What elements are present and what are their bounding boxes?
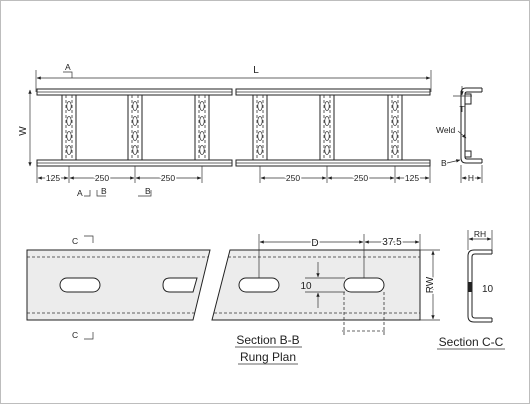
width-label: W	[18, 126, 29, 136]
slot-right-2	[343, 277, 385, 293]
section-bb-caption: Section B-B	[236, 333, 299, 347]
pitch-right-1: 250	[286, 173, 300, 183]
rung-left-3	[194, 94, 210, 161]
flange-b-label: B	[441, 158, 447, 168]
rung-height-label: RH	[474, 229, 486, 239]
pitch-right-3: 125	[405, 173, 419, 183]
pitch-left-3: 250	[161, 173, 175, 183]
rung-cross-section: RH 10 Section C-C	[437, 228, 505, 350]
slot-right-1	[238, 277, 280, 293]
section-c-top-label: C	[72, 236, 78, 246]
rail-cross-section: T Weld B H	[436, 86, 483, 185]
slot-width-label: 10	[300, 281, 312, 292]
section-cc-caption: Section C-C	[439, 335, 504, 349]
section-b-label-2: B	[145, 186, 151, 196]
rung-right-3	[387, 94, 403, 161]
rung-width-label: RW	[425, 276, 436, 293]
length-label: L	[253, 65, 259, 76]
edge-375-label: 37.5	[382, 237, 402, 248]
rung-plan-view: C C D 37.5 10	[26, 234, 440, 365]
pitch-right-2: 250	[354, 173, 368, 183]
slot-left-2	[162, 277, 198, 293]
section-a-top-label: A	[65, 62, 71, 72]
rung-plan-caption: Rung Plan	[240, 350, 296, 364]
pitch-left-2: 250	[95, 173, 109, 183]
rung-right-1	[252, 94, 268, 161]
section-b-label-1: B	[101, 186, 107, 196]
pitch-d-label: D	[311, 238, 318, 249]
pitch-left-1: 125	[46, 173, 60, 183]
weld-label: Weld	[436, 125, 455, 135]
ladder-plan-view: L A W	[18, 62, 432, 198]
rung-left-2	[127, 94, 143, 161]
slot-left-1	[59, 277, 101, 293]
thickness-label: T	[459, 104, 464, 114]
height-label: H	[468, 173, 474, 183]
rung-plate-left	[26, 249, 211, 321]
rung-left-1	[61, 94, 77, 161]
section-a-bottom-label: A	[77, 188, 83, 198]
rung-slot-label: 10	[482, 284, 494, 295]
rung-right-2	[319, 94, 335, 161]
section-c-bottom-label: C	[72, 330, 78, 340]
